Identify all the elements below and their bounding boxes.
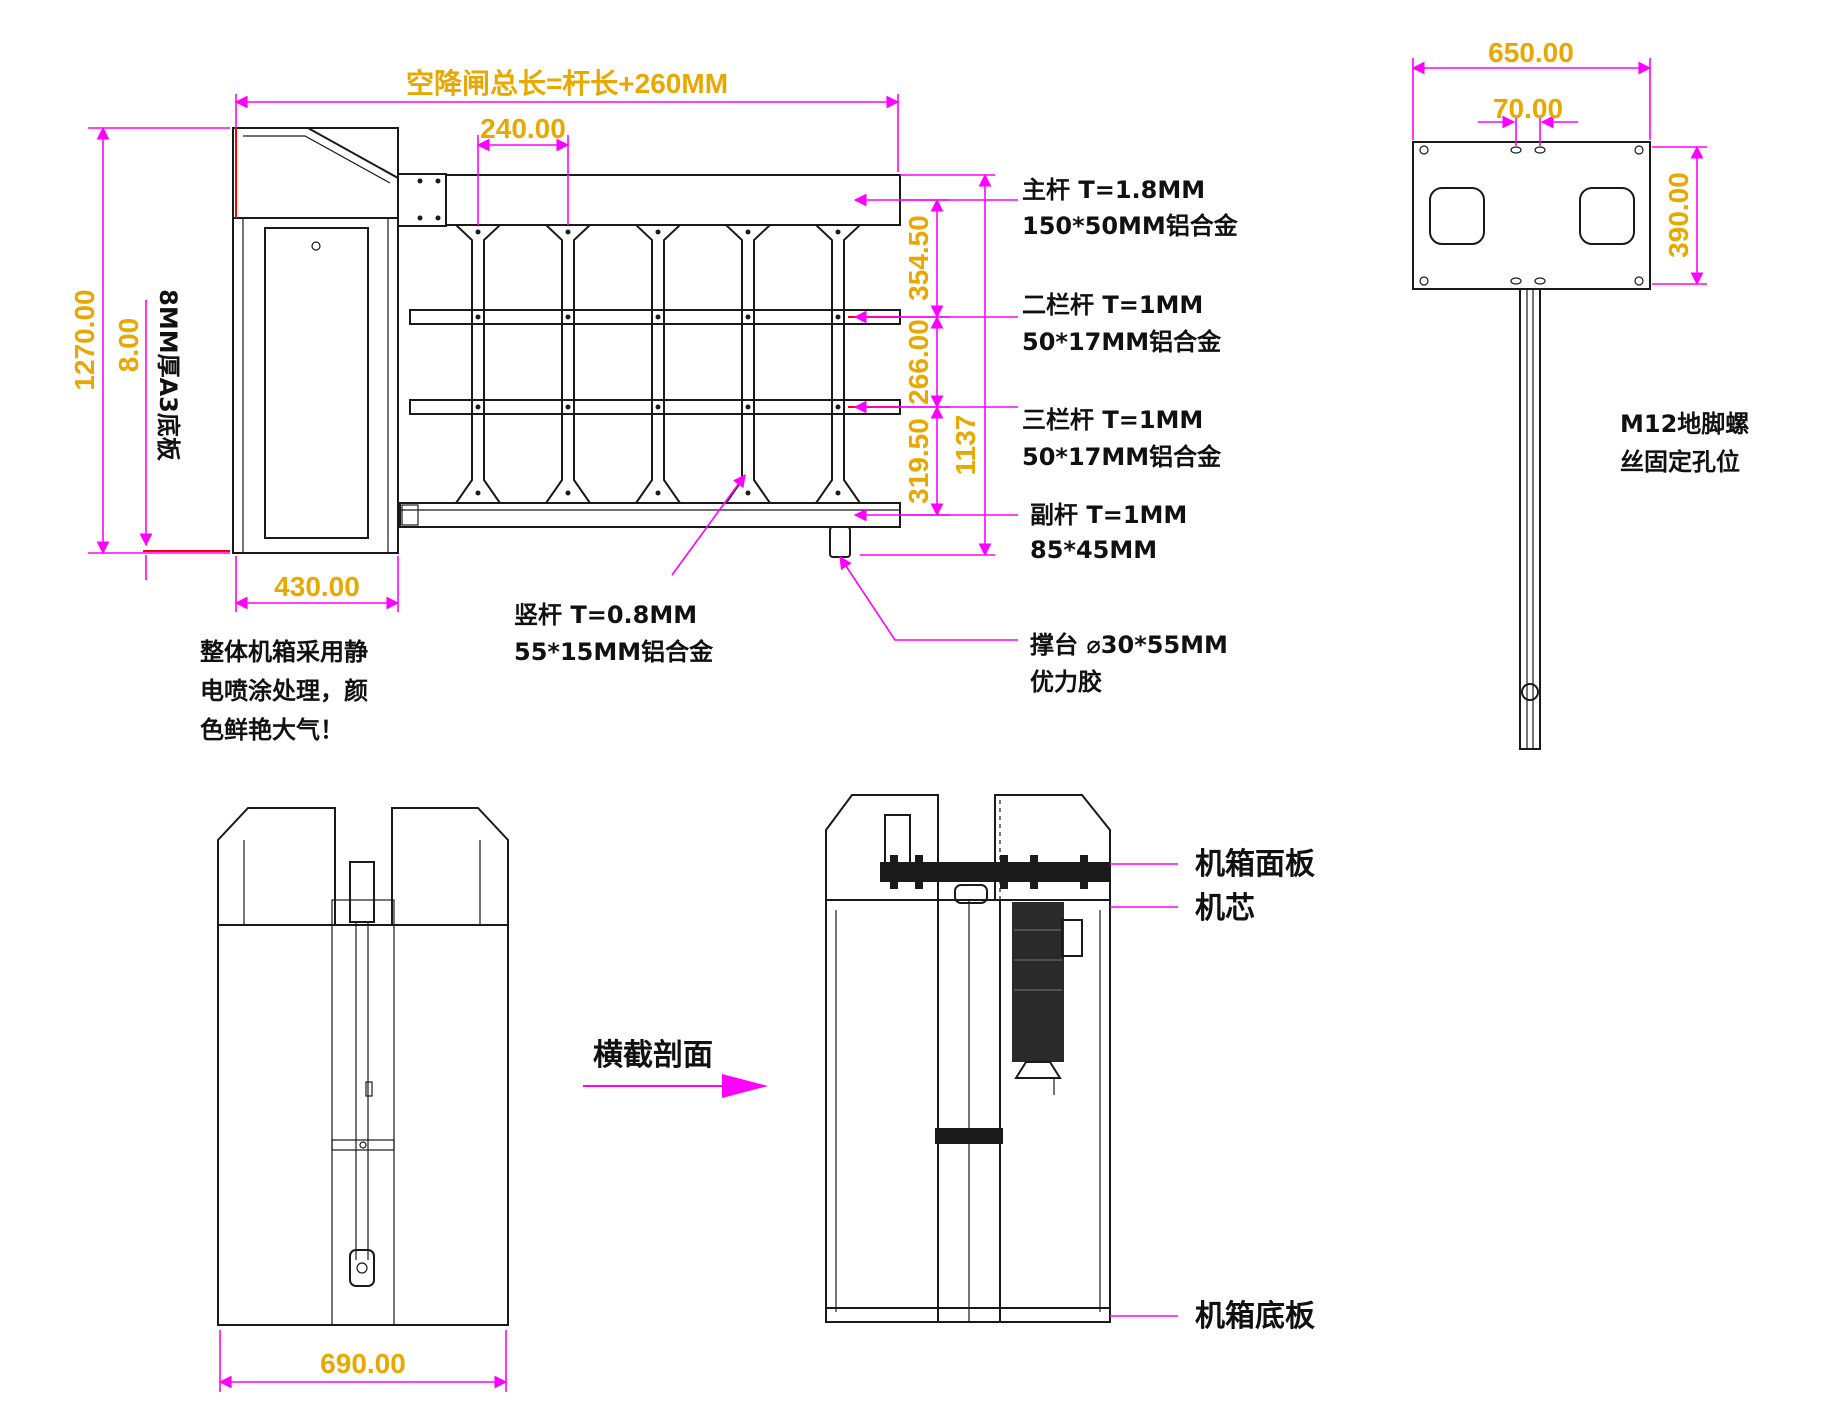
section-bottom-plate — [825, 1307, 1111, 1323]
side-view-dimensions: 空降闸总长=杆长+260MM 240.00 1270.00 8.00 8MM厚A… — [69, 67, 995, 612]
front-cabinet — [217, 924, 509, 1326]
base-opening-right — [1579, 187, 1635, 245]
base-depth-label: 390.00 — [1663, 172, 1694, 258]
support-line1: 撑台 ⌀30*55MM — [1030, 631, 1228, 659]
front-gear-top — [349, 861, 375, 923]
section-top-right — [994, 794, 1111, 901]
third-bar-line2: 50*17MM铝合金 — [1022, 443, 1222, 471]
total-length-label: 空降闸总长=杆长+260MM — [406, 67, 728, 99]
height-total-label: 1270.00 — [69, 289, 100, 390]
section-clamp — [935, 1128, 1003, 1144]
coating-line3: 色鲜艳大气！ — [200, 716, 344, 744]
callouts: 主杆 T=1.8MM 150*50MM铝合金 二栏杆 T=1MM 50*17MM… — [200, 176, 1239, 744]
sub-bar-line1: 副杆 T=1MM — [1030, 501, 1187, 529]
section-motor — [1012, 902, 1064, 1062]
base-plate — [1412, 141, 1651, 290]
second-bar-line2: 50*17MM铝合金 — [1022, 328, 1222, 356]
side-view — [143, 127, 901, 558]
arm-height-label: 1137 — [950, 415, 981, 476]
front-width-label: 690.00 — [320, 1348, 406, 1379]
cabinet-door — [264, 227, 369, 539]
main-bar — [445, 174, 901, 226]
main-bar-line1: 主杆 T=1.8MM — [1022, 176, 1205, 204]
front-top-left — [217, 807, 336, 926]
vertical-bar-line2: 55*15MM铝合金 — [514, 638, 714, 666]
coating-line2: 电喷涂处理，颜 — [200, 677, 368, 705]
base-thickness-label: 8.00 — [113, 318, 144, 373]
core-label: 机芯 — [1195, 891, 1255, 926]
base-width-label: 650.00 — [1488, 37, 1574, 68]
section-arrow: 横截剖面 — [583, 1038, 768, 1098]
section-label: 横截剖面 — [593, 1038, 713, 1073]
coating-line1: 整体机箱采用静 — [200, 638, 368, 666]
third-bar-line1: 三栏杆 T=1MM — [1022, 406, 1203, 434]
gap-1-label: 354.50 — [903, 215, 934, 301]
second-bar-line1: 二栏杆 T=1MM — [1022, 291, 1203, 319]
gap-2-label: 266.00 — [903, 319, 934, 405]
support-foot — [829, 526, 851, 558]
anchor-holes — [1419, 145, 1644, 286]
gap-3-label: 319.50 — [903, 418, 934, 504]
sub-bar — [399, 502, 901, 528]
cabinet-body — [232, 127, 399, 554]
anchor-line2: 丝固定孔位 — [1620, 448, 1740, 476]
front-top-right — [391, 807, 509, 926]
sub-bar-line2: 85*45MM — [1030, 536, 1157, 564]
vertical-bar-line1: 竖杆 T=0.8MM — [514, 601, 697, 629]
front-view: 690.00 — [217, 807, 509, 1392]
panel-label: 机箱面板 — [1195, 847, 1315, 882]
cabinet-width-label: 430.00 — [274, 571, 360, 602]
callout-leaders — [671, 193, 1018, 641]
vertical-posts — [453, 224, 863, 504]
base-plate-view: 650.00 70.00 390.00 M12地脚螺 丝固定孔位 — [1411, 37, 1749, 750]
main-bar-line2: 150*50MM铝合金 — [1022, 212, 1239, 240]
base-plate-note: 8MM厚A3底板 — [154, 289, 182, 462]
boom-top-view — [1519, 288, 1541, 750]
section-shaft — [880, 862, 1110, 882]
section-view: 机箱面板 机芯 机箱底板 — [825, 794, 1315, 1334]
bottom-plate-label: 机箱底板 — [1195, 1299, 1315, 1334]
bolt-spacing-label: 70.00 — [1493, 93, 1563, 124]
anchor-line1: M12地脚螺 — [1620, 410, 1749, 438]
post-spacing-label: 240.00 — [480, 113, 566, 144]
base-opening-left — [1429, 187, 1485, 245]
support-line2: 优力胶 — [1030, 668, 1102, 696]
section-cabinet — [825, 899, 1111, 1323]
front-gear-bottom — [349, 1249, 375, 1287]
